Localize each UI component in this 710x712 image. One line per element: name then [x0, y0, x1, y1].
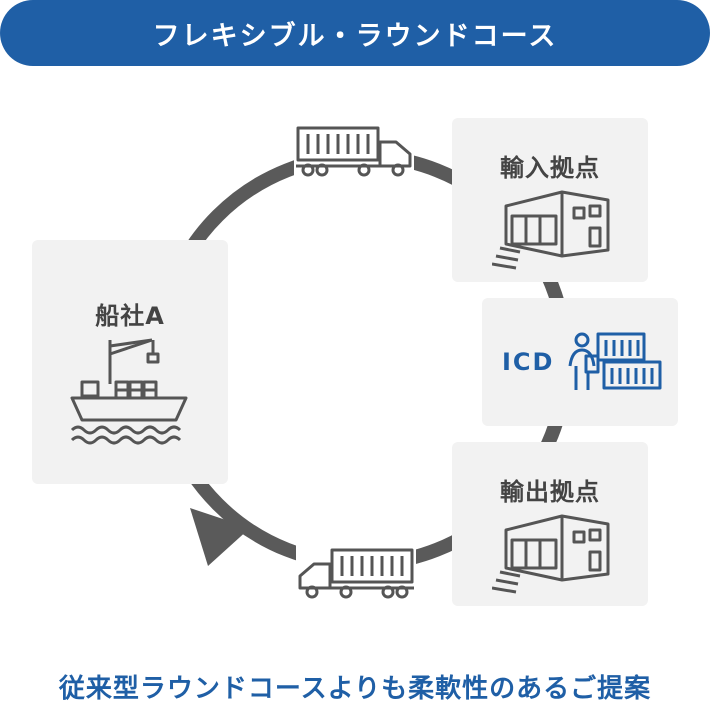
container-worker-icon [568, 332, 662, 390]
node-export-base: 輸出拠点 [452, 442, 648, 606]
node-import-base: 輸入拠点 [452, 118, 648, 282]
truck-icon [296, 544, 416, 600]
ship-icon [70, 338, 188, 445]
truck-icon [294, 122, 414, 178]
node-icd: ICD [482, 298, 678, 426]
diagram-caption: 従来型ラウンドコースよりも柔軟性のあるご提案 [58, 674, 652, 704]
warehouse-icon [492, 514, 610, 594]
warehouse-icon [492, 190, 610, 270]
node-label: 輸出拠点 [500, 478, 600, 506]
node-label: 船社A [95, 302, 165, 330]
node-shipping-line: 船社A [32, 240, 228, 484]
node-label: 輸入拠点 [500, 154, 600, 182]
return-arrow-icon [190, 508, 250, 566]
node-label: ICD [502, 348, 555, 376]
title-banner: フレキシブル・ラウンドコース [0, 0, 710, 66]
diagram-title: フレキシブル・ラウンドコース [152, 20, 558, 52]
